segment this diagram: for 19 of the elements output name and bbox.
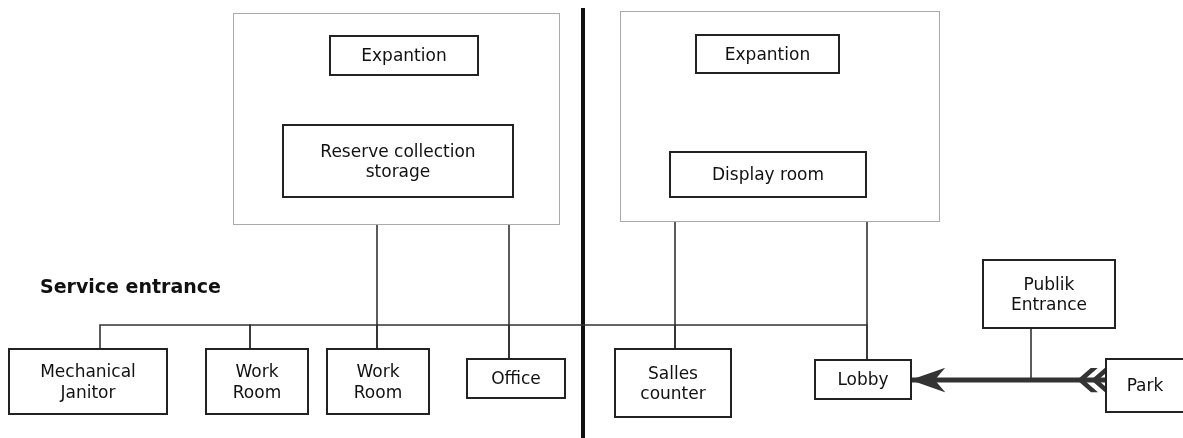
room-box: Publik Entrance — [982, 259, 1116, 329]
room-box: Lobby — [814, 359, 912, 400]
zone-box — [620, 11, 940, 222]
room-box: Expantion — [329, 35, 479, 76]
room-box: Office — [466, 358, 566, 399]
connector-line — [249, 324, 378, 349]
entrance-label: Service entrance — [40, 275, 221, 297]
room-box: Work Room — [326, 348, 430, 415]
room-box: Reserve collection storage — [282, 124, 514, 198]
connector-line — [508, 324, 676, 359]
zone-box — [233, 13, 560, 225]
connector-line — [674, 324, 868, 360]
connector-line — [99, 324, 251, 349]
room-box: Salles counter — [614, 348, 732, 418]
room-box: Work Room — [205, 348, 309, 415]
room-box: Display room — [669, 151, 867, 198]
room-box: Expantion — [695, 34, 840, 74]
room-box: Mechanical Janitor — [8, 348, 168, 415]
room-box: Park — [1105, 358, 1183, 413]
